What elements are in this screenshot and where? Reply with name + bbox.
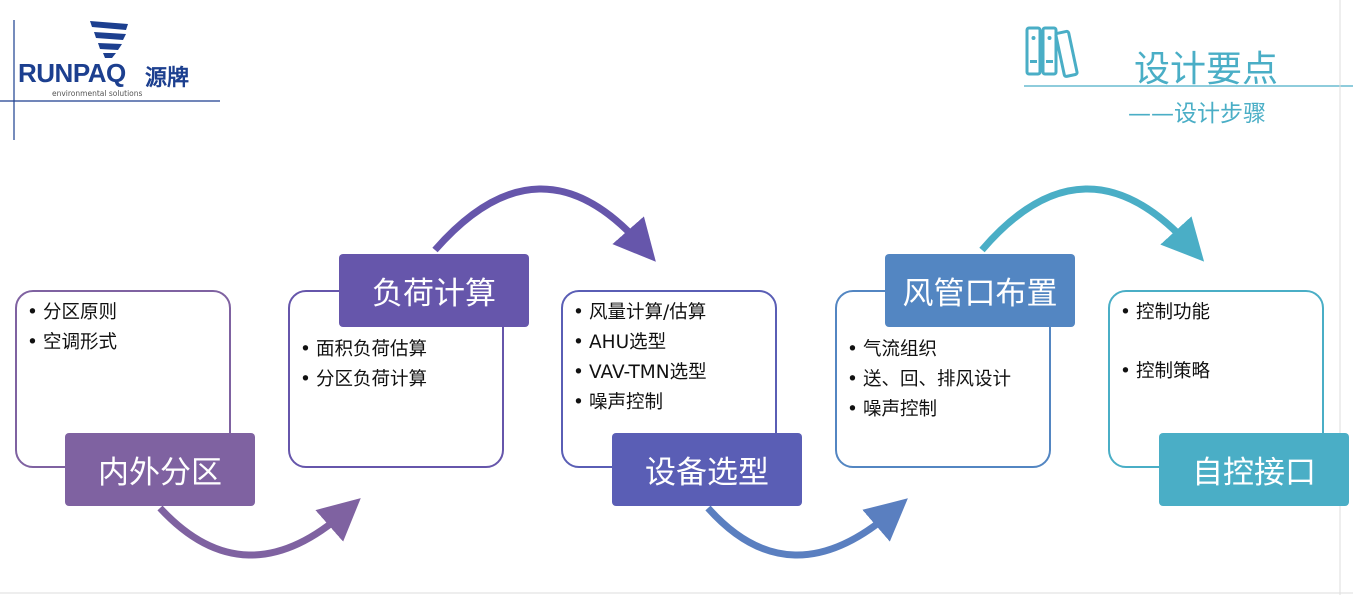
arrow-step2-to-step3 xyxy=(432,185,656,262)
page-title: 设计要点 xyxy=(1134,49,1279,90)
step-4-label: 风管口布置 xyxy=(885,254,1075,327)
step-1-items: 分区原则 空调形式 xyxy=(27,298,223,358)
step-3-items: 风量计算/估算 AHU选型 VAV-TMN选型 噪声控制 xyxy=(573,298,769,418)
list-item: 噪声控制 xyxy=(573,388,769,418)
logo-tagline: environmental solutions xyxy=(52,89,143,98)
arrow-step3-to-step4 xyxy=(705,498,908,559)
list-item: 噪声控制 xyxy=(847,395,1043,425)
step-3-label: 设备选型 xyxy=(612,433,802,506)
step-4-items: 气流组织 送、回、排风设计 噪声控制 xyxy=(847,335,1043,425)
runpaq-logo-icon xyxy=(90,21,128,58)
step-2-label: 负荷计算 xyxy=(339,254,529,327)
list-item: 控制策略 xyxy=(1120,357,1316,387)
list-item: 空调形式 xyxy=(27,328,223,358)
list-item: AHU选型 xyxy=(573,328,769,358)
list-item: 风量计算/估算 xyxy=(573,298,769,328)
list-item: 送、回、排风设计 xyxy=(847,365,1043,395)
step-5-items: 控制功能 控制策略 xyxy=(1120,298,1316,387)
logo-brand-cn: 源牌 xyxy=(145,66,190,91)
list-item: VAV-TMN选型 xyxy=(573,358,769,388)
page-subtitle: ——设计步骤 xyxy=(1128,101,1266,127)
list-item: 分区负荷计算 xyxy=(300,365,496,395)
list-item: 控制功能 xyxy=(1120,298,1316,328)
step-5-label: 自控接口 xyxy=(1159,433,1349,506)
list-item: 分区原则 xyxy=(27,298,223,328)
arrow-step4-to-step5 xyxy=(979,185,1205,262)
step-1-label: 内外分区 xyxy=(65,433,255,506)
binders-icon xyxy=(1025,26,1079,78)
list-item: 气流组织 xyxy=(847,335,1043,365)
list-item: 面积负荷估算 xyxy=(300,335,496,365)
step-2-items: 面积负荷估算 分区负荷计算 xyxy=(300,335,496,395)
logo-brand: RUNPAQ xyxy=(18,58,126,88)
arrow-step1-to-step2 xyxy=(157,498,361,559)
